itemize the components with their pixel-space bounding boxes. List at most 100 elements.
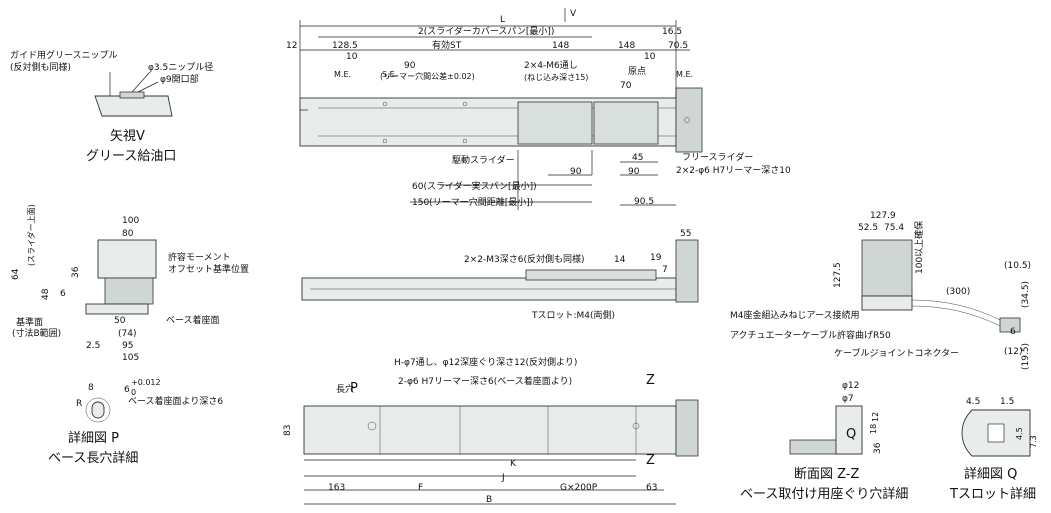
dim-18: 18 xyxy=(869,424,878,434)
right-view: 127.9 52.5 75.4 127.5 100以上確保 (10.5) (34… xyxy=(730,211,1031,370)
bottom-motor xyxy=(675,399,699,457)
dim-2-5: 2.5 xyxy=(86,341,100,351)
dim-105: 105 xyxy=(122,353,139,363)
dim-64: 64 xyxy=(11,268,21,280)
label-m6-depth: (ねじ込み深さ15) xyxy=(524,73,588,82)
dim-slider-span: 2(スライダーカバースパン[最小]) xyxy=(418,25,554,37)
subtitle-grease-port: グリース給油口 xyxy=(86,149,176,164)
label-grease-nipple: ガイド用グリースニップル xyxy=(10,49,118,61)
dim-8: 8 xyxy=(88,383,94,393)
label-me-left: M.E. xyxy=(334,70,351,79)
label-slider-top: (スライダー上面) xyxy=(26,204,36,266)
top-view: L V 2(スライダーカバースパン[最小]) 16.5 70.5 12 128.… xyxy=(286,8,791,210)
dim-4-5-top: 4.5 xyxy=(966,397,980,407)
label-se: S.E. xyxy=(382,70,397,79)
dim-80: 80 xyxy=(122,229,134,239)
dim-36-section: 36 xyxy=(873,442,883,454)
dim-90-5: 90.5 xyxy=(634,197,654,207)
dim-70: 70 xyxy=(620,81,632,91)
dim-95: 95 xyxy=(122,341,133,351)
label-tslot: Tスロット:M4(両側) xyxy=(531,309,615,321)
dim-L: L xyxy=(500,15,505,25)
dim-75-4: 75.4 xyxy=(884,223,904,233)
title-detail-p: 詳細図 P xyxy=(68,430,119,446)
dim-16-5: 16.5 xyxy=(662,27,682,37)
dim-1-5: 1.5 xyxy=(1000,397,1014,407)
dim-10-left: 10 xyxy=(346,52,358,62)
top-motor-end xyxy=(675,87,703,153)
end-view: 100 80 64 (スライダー上面) 36 48 6 50 (74) 2.5 … xyxy=(11,204,249,363)
dim-tol-zero: 0 xyxy=(131,388,136,397)
label-100-min: 100以上確保 xyxy=(913,221,925,274)
label-grease-opposite: (反対側も同様) xyxy=(10,61,71,73)
label-drive-slider: 駆動スライダー xyxy=(452,154,515,166)
label-cable-joint: ケーブルジョイントコネクター xyxy=(834,347,959,359)
label-moment: 許容モーメント xyxy=(168,251,231,263)
label-me-right: M.E. xyxy=(676,70,693,79)
dim-7-3: 7.3 xyxy=(1029,435,1038,448)
label-z-bottom: Z xyxy=(646,453,655,468)
dim-90-a: 90 xyxy=(570,167,582,177)
dim-74: (74) xyxy=(118,329,136,339)
dim-90-b: 90 xyxy=(628,167,640,177)
dim-148-a: 148 xyxy=(552,41,569,51)
bottom-view: H-φ7通し、φ12深座ぐり深さ12(反対側より) 2-φ6 H7リーマー深さ6… xyxy=(283,356,699,505)
dim-52-5: 52.5 xyxy=(858,223,878,233)
section-zz: φ12 φ7 Q 18 36 12 断面図 Z-Z ベース取付け用座ぐり穴詳細 xyxy=(740,381,908,502)
label-open-dia: φ9開口部 xyxy=(160,73,199,85)
label-m4-ground: M4座金組込みねじアース接続用 xyxy=(730,309,860,321)
label-free-slider: フリースライダー xyxy=(682,151,753,163)
label-moment-offset: オフセット基準位置 xyxy=(168,263,249,275)
bottom-body xyxy=(303,405,677,455)
dim-127-5: 127.5 xyxy=(833,262,843,288)
dim-B: B xyxy=(486,495,492,505)
label-base-range: (寸法B範囲) xyxy=(12,327,61,339)
dim-6: 6 xyxy=(60,289,66,299)
dim-F: F xyxy=(418,483,423,493)
dim-6-right: 6 xyxy=(1010,327,1016,337)
dim-tol-plus: +0.012 xyxy=(131,378,161,387)
dim-12-section: 12 xyxy=(871,412,880,422)
dim-reamer-span: 150(リーマー穴間距離[最小]) xyxy=(412,196,533,208)
label-h-hole: H-φ7通し、φ12深座ぐり深さ12(反対側より) xyxy=(394,356,577,368)
dim-J: J xyxy=(501,473,505,483)
dim-163: 163 xyxy=(328,483,345,493)
subtitle-detail-q: Tスロット詳細 xyxy=(949,486,1036,502)
side-motor xyxy=(675,239,699,303)
dim-45: 45 xyxy=(632,153,643,163)
dim-83: 83 xyxy=(283,425,293,436)
title-view-v: 矢視V xyxy=(110,129,145,144)
label-cable-bend: アクチュエーターケーブル許容曲げR50 xyxy=(730,329,891,341)
grease-port-shape xyxy=(94,95,173,117)
dim-34-5: (34.5) xyxy=(1021,281,1031,308)
dim-10-5: (10.5) xyxy=(1004,261,1031,271)
label-origin: 原点 xyxy=(628,66,646,77)
dim-12-right: (12) xyxy=(1004,347,1022,357)
dim-4-5-side: 4.5 xyxy=(1015,427,1024,440)
label-m3: 2×2-M3深さ6(反対側も同様) xyxy=(464,253,584,265)
detail-p: 8 6 +0.012 0 ベース着座面より深さ6 R 詳細図 P ベース長穴詳細 xyxy=(48,378,223,466)
dim-128-5: 128.5 xyxy=(332,41,358,51)
drive-slider xyxy=(517,101,593,145)
title-detail-q: 詳細図 Q xyxy=(964,466,1017,482)
dim-K: K xyxy=(510,459,517,469)
label-q-section: Q xyxy=(846,427,856,442)
label-reamer-bottom: 2-φ6 H7リーマー深さ6(ベース着座面より) xyxy=(398,375,572,387)
subtitle-section-zz: ベース取付け用座ぐり穴詳細 xyxy=(740,486,908,502)
dim-phi7: φ7 xyxy=(842,394,854,404)
title-section-zz: 断面図 Z-Z xyxy=(794,467,860,482)
dim-70-5: 70.5 xyxy=(668,41,688,51)
free-slider xyxy=(593,101,659,145)
dim-90: 90 xyxy=(404,61,416,71)
label-base-face: 基準面 xyxy=(16,316,43,328)
dim-55: 55 xyxy=(680,229,691,239)
dim-effective-st: 有効ST xyxy=(432,39,462,51)
dim-19-5: (19.5) xyxy=(1021,343,1031,370)
dim-63: 63 xyxy=(646,483,657,493)
subtitle-detail-p: ベース長穴詳細 xyxy=(48,450,138,466)
dim-V: V xyxy=(570,9,577,19)
right-motor xyxy=(861,239,913,297)
label-base-mount: ベース着座面 xyxy=(166,314,220,326)
label-reamer-6: 2×2-φ6 H7リーマー深さ10 xyxy=(676,165,791,176)
